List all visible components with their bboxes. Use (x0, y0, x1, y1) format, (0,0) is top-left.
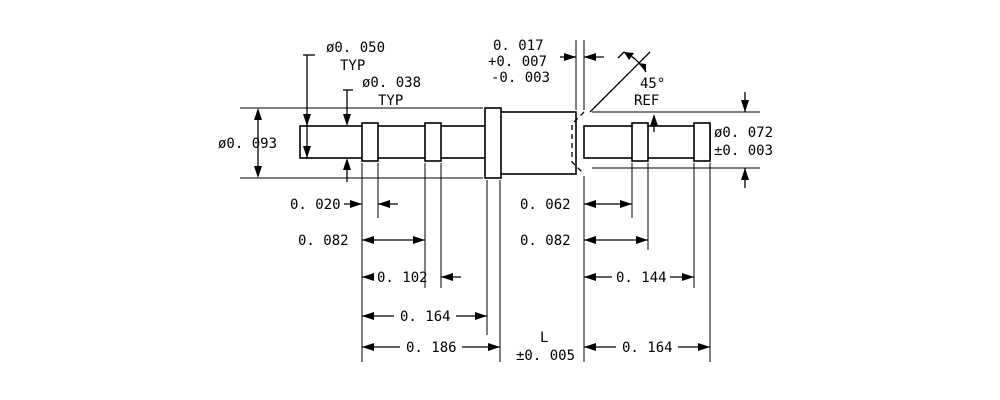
middle-body (499, 111, 577, 175)
dim-020-text: 0. 020 (290, 197, 341, 213)
chamfer-angle-text: 45° (640, 76, 665, 92)
left-shaft (299, 125, 488, 159)
right-collar-2 (693, 122, 711, 162)
dia-050-text: ø0. 050 (326, 40, 385, 56)
right-collar-1 (631, 122, 649, 162)
dim-082-right: 0. 082 (520, 233, 648, 249)
dim-164-left-text: 0. 164 (400, 309, 451, 325)
dim-dia-072: ø0. 072 ±0. 003 (714, 92, 773, 188)
dim-082-left: 0. 082 (298, 233, 425, 249)
length-tol-text: ±0. 005 (516, 348, 575, 364)
dim-dia-038: ø0. 038 TYP (343, 75, 421, 182)
dim-gap-017: 0. 017 +0. 007 -0. 003 (488, 38, 604, 86)
dim-020: 0. 020 (290, 197, 398, 213)
gap-017-minus: -0. 003 (491, 70, 550, 86)
chamfer-hidden-line (571, 111, 585, 175)
length-label-text: L (540, 330, 548, 346)
dim-102-text: 0. 102 (377, 270, 428, 286)
dim-082-right-text: 0. 082 (520, 233, 571, 249)
dia-093-text: ø0. 093 (218, 136, 277, 152)
dim-186-text: 0. 186 (406, 340, 457, 356)
vertical-extension-lines (361, 40, 711, 362)
left-collar-2 (424, 122, 442, 162)
chamfer-ref-text: REF (634, 93, 659, 109)
gap-017-plus: +0. 007 (488, 54, 547, 70)
dim-144: 0. 144 (584, 270, 694, 286)
dia-038-text: ø0. 038 (362, 75, 421, 91)
dim-chamfer-45: 45° REF (589, 51, 665, 132)
left-collar-1 (361, 122, 379, 162)
dia-072-tol: ±0. 003 (714, 143, 773, 159)
dim-062-text: 0. 062 (520, 197, 571, 213)
dim-164-right: 0. 164 (584, 340, 710, 356)
dim-dia-050: ø0. 050 TYP (303, 40, 385, 158)
pin-body (299, 107, 711, 179)
dim-164-right-text: 0. 164 (622, 340, 673, 356)
dia-038-typ: TYP (378, 93, 403, 109)
dim-144-text: 0. 144 (616, 270, 667, 286)
dim-102: 0. 102 (362, 270, 461, 286)
dim-dia-093: ø0. 093 (218, 108, 277, 178)
gap-017-text: 0. 017 (493, 38, 544, 54)
horizontal-extension-lines (240, 107, 760, 179)
dim-062: 0. 062 (520, 197, 632, 213)
flange (484, 107, 502, 179)
dim-186: 0. 186 (362, 340, 500, 356)
dim-082-left-text: 0. 082 (298, 233, 349, 249)
dia-050-typ: TYP (340, 58, 365, 74)
dim-length: L ±0. 005 (516, 330, 575, 364)
dim-164-left: 0. 164 (362, 309, 487, 325)
dia-072-text: ø0. 072 (714, 125, 773, 141)
